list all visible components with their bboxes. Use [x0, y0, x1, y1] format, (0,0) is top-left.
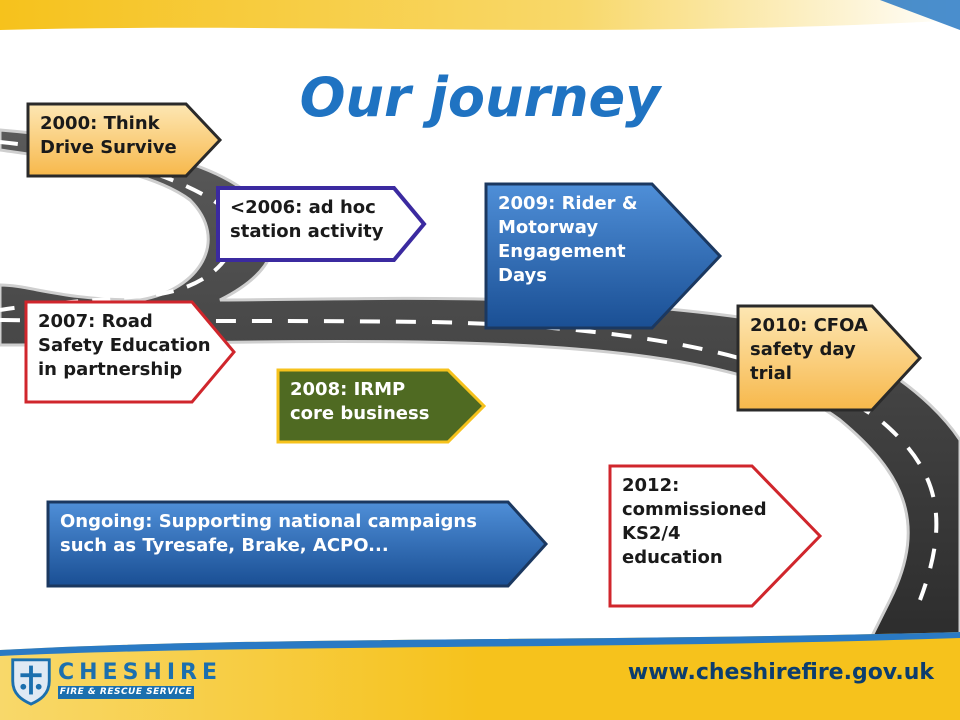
- milestone-2010: 2010: CFOA safety day trial: [736, 304, 924, 414]
- milestone-text: Ongoing: Supporting national campaigns s…: [60, 511, 477, 556]
- sign-shape: [46, 500, 549, 588]
- top-decoration-bar: [0, 0, 960, 36]
- milestone-text: 2009: Rider & Motorway Engagement Days: [498, 193, 638, 286]
- milestone-text: 2007: Road Safety Education in partnersh…: [38, 311, 211, 380]
- milestone-2000: 2000: Think Drive Survive: [26, 102, 223, 178]
- milestone-text: 2000: Think Drive Survive: [40, 113, 177, 158]
- milestone-pre-2006: <2006: ad hoc station activity: [216, 186, 427, 262]
- milestone-text: 2012: commissioned KS2/4 education: [622, 475, 767, 568]
- sign-shape: [26, 102, 223, 178]
- sign-shape: [216, 186, 427, 262]
- milestone-2008: 2008: IRMP core business: [276, 368, 488, 444]
- milestone-ongoing: Ongoing: Supporting national campaigns s…: [46, 500, 550, 588]
- website-link[interactable]: www.cheshirefire.gov.uk: [627, 660, 934, 685]
- milestone-text: 2008: IRMP core business: [290, 379, 430, 424]
- milestone-2009: 2009: Rider & Motorway Engagement Days: [484, 182, 724, 332]
- org-name: CHESHIRE: [58, 660, 222, 685]
- page-title: Our journey: [299, 66, 661, 129]
- sign-shape: [24, 300, 236, 404]
- milestone-text: 2010: CFOA safety day trial: [750, 315, 868, 384]
- milestone-2012: 2012: commissioned KS2/4 education: [608, 464, 824, 610]
- milestone-text: <2006: ad hoc station activity: [230, 197, 384, 242]
- crest-icon: [11, 658, 51, 706]
- footer-bar: [0, 632, 960, 720]
- milestone-2007: 2007: Road Safety Education in partnersh…: [24, 300, 238, 406]
- sign-shape: [608, 464, 823, 608]
- org-subtitle: FIRE & RESCUE SERVICE: [58, 686, 194, 699]
- sign-shape: [484, 182, 723, 330]
- sign-shape: [276, 368, 487, 444]
- sign-shape: [736, 304, 923, 412]
